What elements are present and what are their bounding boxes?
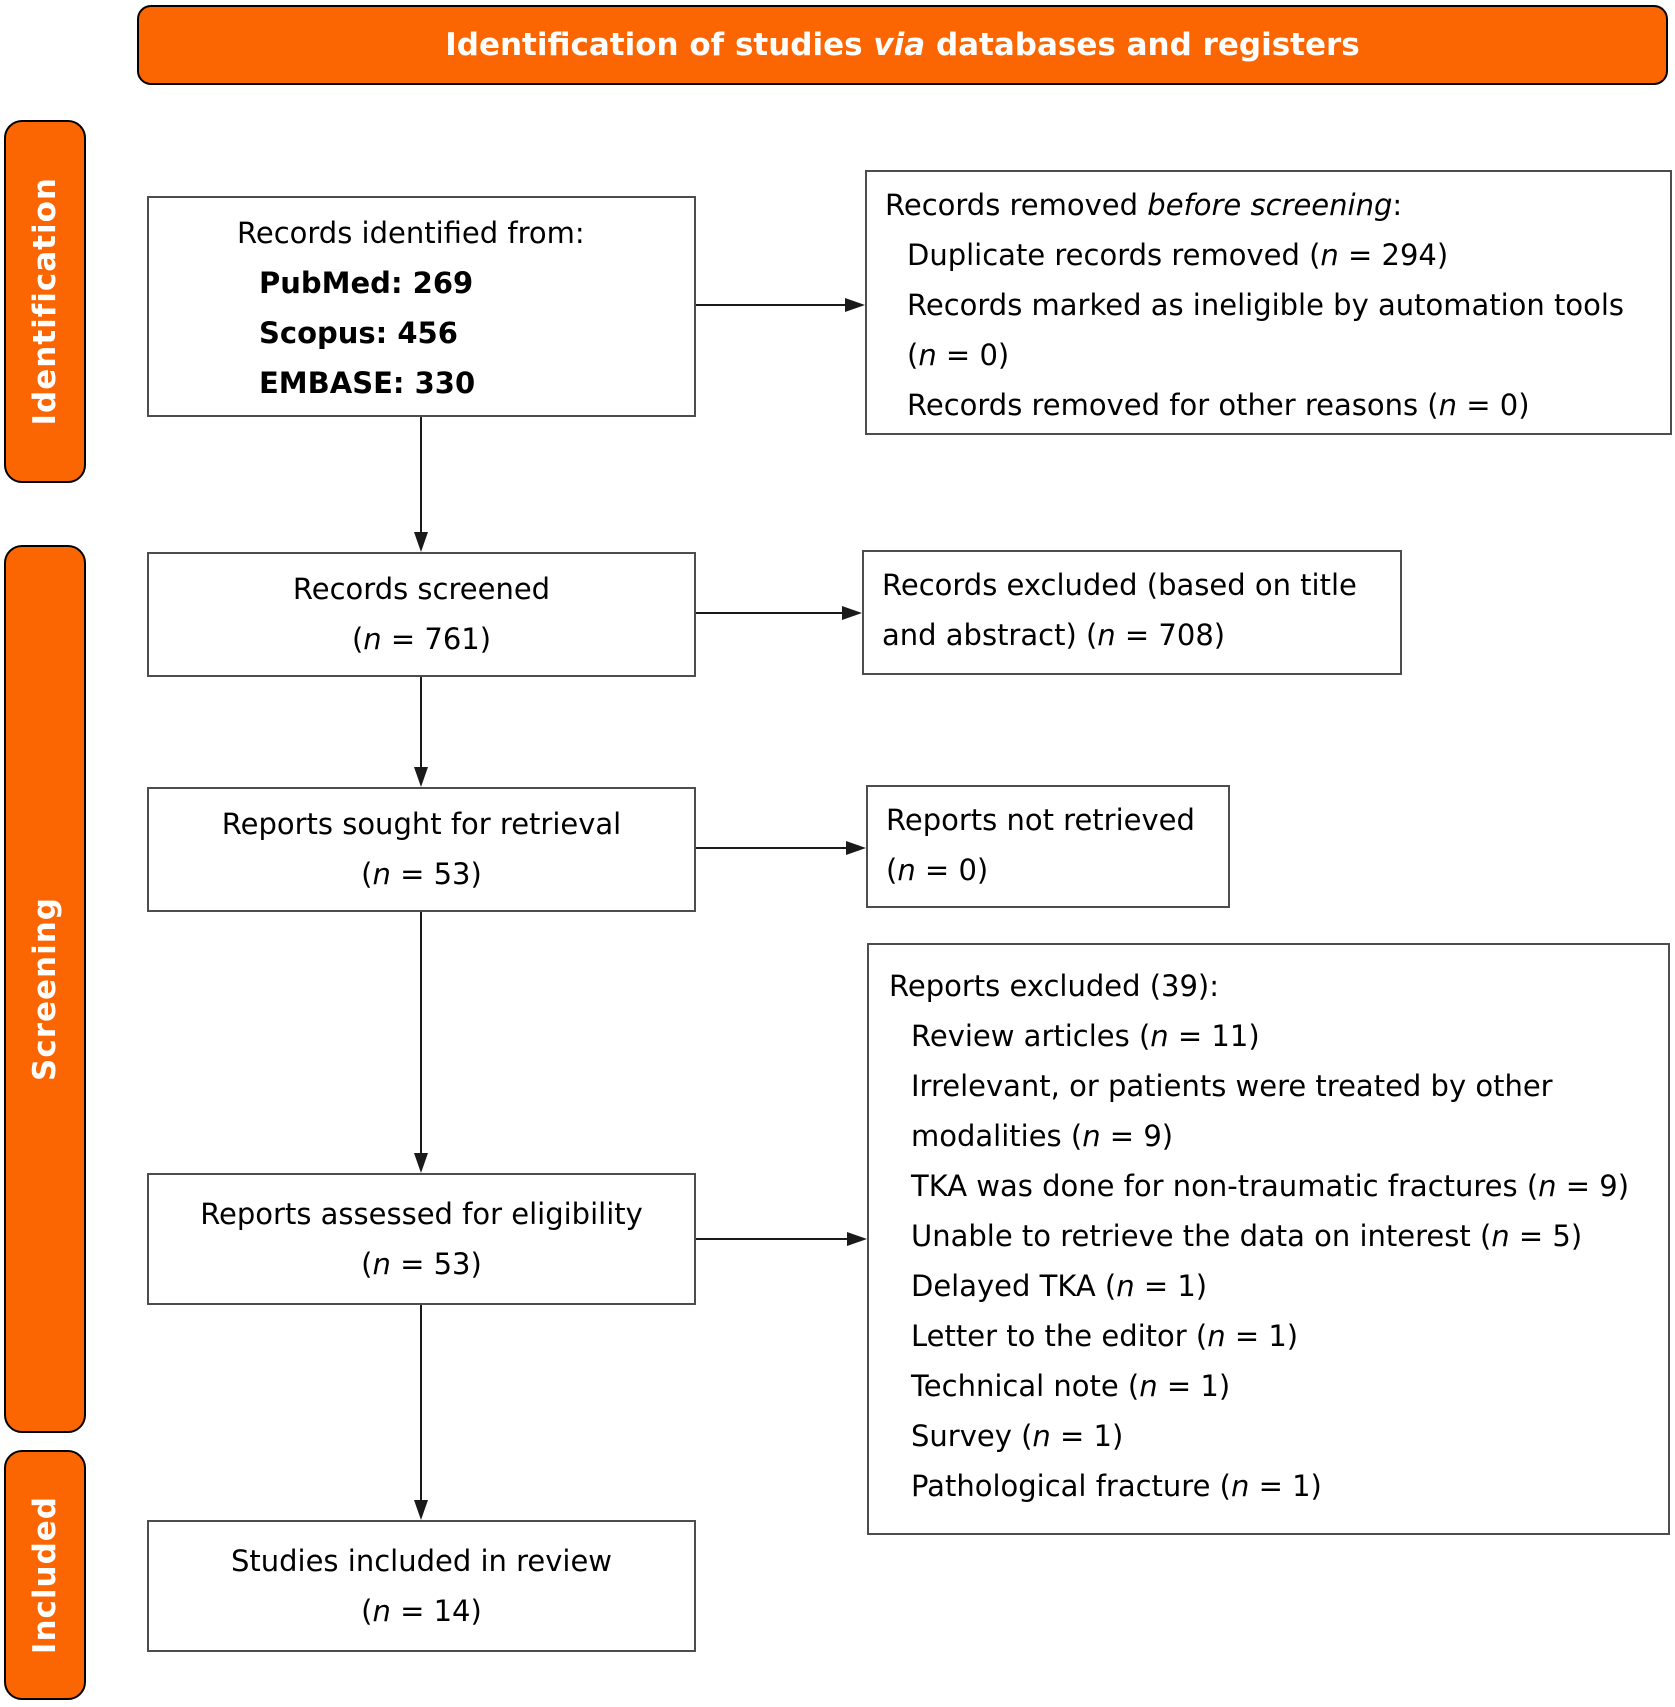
arrow-sought-to-assessed — [414, 912, 428, 1173]
text-line: Review articles (n = 11) — [911, 1019, 1260, 1053]
text-line: EMBASE: 330 — [259, 366, 476, 400]
box-studies-included: Studies included in review (n = 14) — [147, 1520, 696, 1652]
text-line: (n = 53) — [361, 857, 482, 891]
arrow-assessed-to-excluded-reasons — [696, 1232, 867, 1246]
text-line: Reports not retrieved — [886, 803, 1195, 837]
arrow-screened-to-excluded — [696, 606, 862, 620]
text-line: PubMed: 269 — [259, 266, 474, 300]
text-line: Records removed before screening: — [885, 188, 1403, 222]
arrow-assessed-to-included — [414, 1305, 428, 1520]
text-line: Records identified from: — [237, 216, 585, 250]
arrow-identified-to-removed — [696, 298, 865, 312]
text-line: (n = 0) — [886, 853, 989, 887]
box-records-screened: Records screened (n = 761) — [147, 552, 696, 677]
text-line: (n = 53) — [361, 1247, 482, 1281]
arrow-screened-to-sought — [414, 677, 428, 787]
box-reports-assessed: Reports assessed for eligibility (n = 53) — [147, 1173, 696, 1305]
text-line: Records removed for other reasons (n = 0… — [907, 388, 1530, 422]
text-line: (n = 761) — [351, 622, 492, 656]
text-line: Unable to retrieve the data on interest … — [911, 1219, 1583, 1253]
text-line: Records marked as ineligible by automati… — [907, 288, 1625, 322]
text-line: Survey (n = 1) — [911, 1419, 1124, 1453]
text-line: Scopus: 456 — [259, 316, 458, 350]
text-line: (n = 0) — [907, 338, 1010, 372]
box-reports-not-retrieved: Reports not retrieved (n = 0) — [866, 785, 1230, 908]
box-records-excluded: Records excluded (based on title and abst… — [862, 550, 1402, 675]
text-line: Delayed TKA (n = 1) — [911, 1269, 1208, 1303]
stage-bar-included: Included — [4, 1450, 86, 1700]
text-line: Reports excluded (39): — [889, 969, 1220, 1003]
text-line: Duplicate records removed (n = 294) — [907, 238, 1449, 272]
text-line: and abstract) (n = 708) — [882, 618, 1226, 652]
text-line: Technical note (n = 1) — [911, 1369, 1231, 1403]
text-line: (n = 14) — [361, 1594, 482, 1628]
stage-label-included: Included — [27, 1495, 63, 1655]
box-reports-excluded-reasons: Reports excluded (39): Review articles (n… — [867, 943, 1670, 1535]
diagram-title-banner: Identification of studies via databases … — [137, 5, 1668, 85]
stage-label-identification: Identification — [27, 177, 63, 426]
arrow-identified-to-screened — [414, 417, 428, 552]
text-line: Identification of studies via databases … — [445, 27, 1360, 63]
arrow-sought-to-not-retrieved — [696, 841, 866, 855]
text-line: Records excluded (based on title — [882, 568, 1357, 602]
text-line: Records screened — [292, 572, 551, 606]
stage-bar-identification: Identification — [4, 120, 86, 483]
text-line: Letter to the editor (n = 1) — [911, 1319, 1299, 1353]
text-line: Reports assessed for eligibility — [200, 1197, 643, 1231]
text-line: Studies included in review — [230, 1544, 613, 1578]
text-line: Pathological fracture (n = 1) — [911, 1469, 1322, 1503]
text-line: modalities (n = 9) — [911, 1119, 1174, 1153]
text-line: TKA was done for non-traumatic fractures… — [911, 1169, 1630, 1203]
box-reports-sought: Reports sought for retrieval (n = 53) — [147, 787, 696, 912]
stage-bar-screening: Screening — [4, 545, 86, 1433]
stage-label-screening: Screening — [27, 897, 63, 1081]
text-line: Irrelevant, or patients were treated by … — [911, 1069, 1553, 1103]
text-line: Reports sought for retrieval — [221, 807, 622, 841]
box-records-removed: Records removed before screening: Duplica… — [865, 170, 1672, 435]
